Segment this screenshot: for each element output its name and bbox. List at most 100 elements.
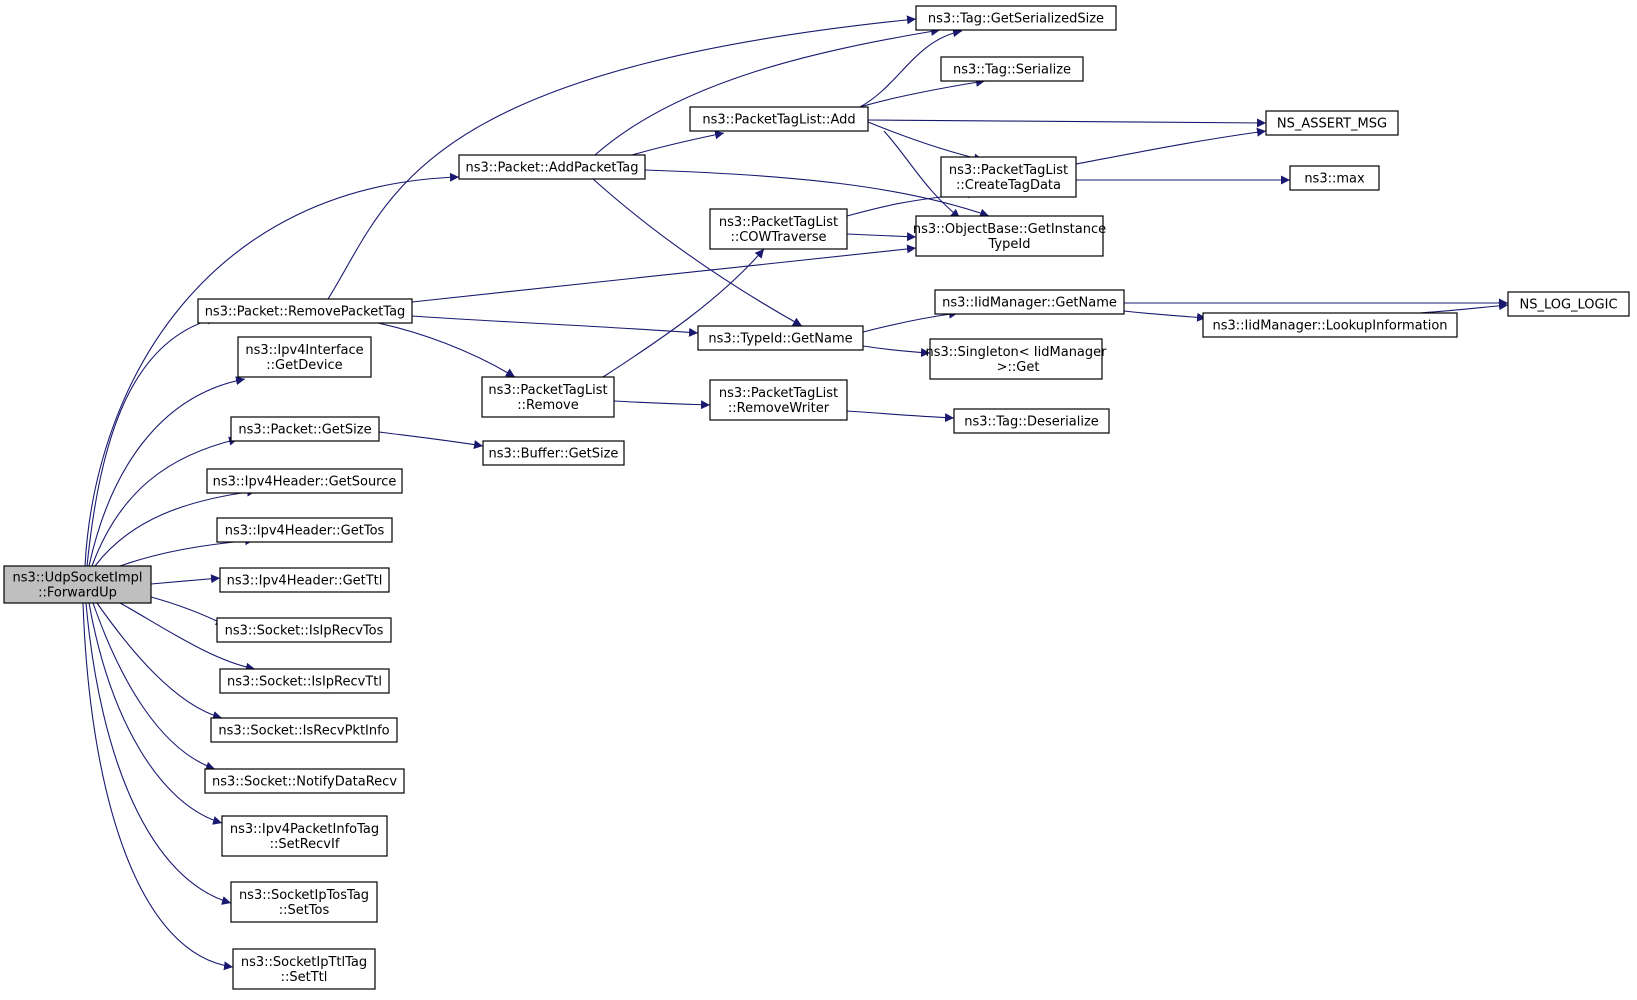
node-box [915,215,1104,257]
edge-createtagdata-to-nsassertmsg [1075,127,1267,165]
edge-ptlremove-to-removewriter [613,400,711,410]
node-label: ns3::Socket::IsRecvPktInfo [218,724,389,739]
node-box [219,567,390,593]
node-notifydatarecv[interactable]: ns3::Socket::NotifyDataRecv [204,768,405,794]
node-box [953,408,1110,434]
node-label: ns3::Ipv4Interface [245,343,363,358]
edge-forwardup-to-setttl [82,602,234,971]
edge-iidgetname-to-lookupinfo [1123,310,1207,322]
node-box [689,106,869,132]
node-createtagdata[interactable]: ns3::PacketTagList::CreateTagData [940,156,1077,198]
node-ptladd[interactable]: ns3::PacketTagList::Add [689,106,869,132]
edge-forwardup-to-removepackettag [86,315,217,567]
node-setrecvif[interactable]: ns3::Ipv4PacketInfoTag::SetRecvIf [221,815,388,857]
node-max[interactable]: ns3::max [1289,165,1380,191]
node-layer: ns3::UdpSocketImpl::ForwardUp ns3::Packet… [3,5,1630,990]
edge-addpackettag-to-typeidgetname [592,178,803,327]
node-pgetsize[interactable]: ns3::Packet::GetSize [230,416,380,442]
node-label: ns3::Tag::Deserialize [964,415,1099,430]
edge-forwardup-to-settos [85,602,232,905]
node-settos[interactable]: ns3::SocketIpTosTag::SetTos [230,881,378,923]
node-label: TypeId [988,237,1031,252]
node-label: ::SetTtl [281,970,328,985]
node-box [232,948,376,990]
edge-lookupinfo-to-nsloglogic [1419,301,1509,314]
node-isrecvpktinfo[interactable]: ns3::Socket::IsRecvPktInfo [210,717,398,743]
node-box [221,815,388,857]
node-isiprecvttl[interactable]: ns3::Socket::IsIpRecvTtl [219,668,390,694]
node-isiprecvtos[interactable]: ns3::Socket::IsIpRecvTos [216,617,392,643]
node-label: ns3::Ipv4PacketInfoTag [230,822,379,837]
node-tagserialize[interactable]: ns3::Tag::Serialize [940,56,1084,82]
node-removewriter[interactable]: ns3::PacketTagList::RemoveWriter [709,379,848,421]
node-label: ns3::PacketTagList [719,386,838,401]
node-typeidgetname[interactable]: ns3::TypeId::GetName [697,325,864,351]
node-box [230,416,380,442]
node-getttl[interactable]: ns3::Ipv4Header::GetTtl [219,567,390,593]
node-label: ns3::SocketIpTtlTag [241,955,367,970]
node-label: ns3::max [1304,172,1365,187]
node-box [219,668,390,694]
edge-forwardup-to-gettos [119,536,255,567]
node-addpackettag[interactable]: ns3::Packet::AddPacketTag [458,154,646,180]
node-label: ns3::Socket::IsIpRecvTos [225,624,384,639]
edge-removewriter-to-tagdeserialize [846,410,955,423]
node-nsloglogic[interactable]: NS_LOG_LOGIC [1507,291,1630,317]
node-label: ::Remove [517,398,579,413]
node-nsassertmsg[interactable]: NS_ASSERT_MSG [1265,110,1399,136]
edge-typeidgetname-to-iidgetname [862,309,959,333]
node-box [940,156,1077,198]
edge-forwardup-to-getdevice [88,376,246,567]
edge-ptladd-to-taggetser [859,28,963,108]
node-label: ns3::Buffer::GetSize [489,447,619,462]
node-getdevice[interactable]: ns3::Ipv4Interface::GetDevice [237,336,372,378]
edge-forwardup-to-getsource [94,487,257,567]
node-box [709,379,848,421]
node-label: ns3::Ipv4Header::GetSource [213,475,397,490]
node-label: ns3::IidManager::GetName [942,296,1117,311]
node-label: ::CreateTagData [956,178,1061,193]
edge-pgetsize-to-bgetsize [378,431,484,450]
edge-forwardup-to-notifydatarecv [92,602,216,771]
node-box [1289,165,1380,191]
edge-addpackettag-to-taggetser [594,27,941,156]
node-label: >::Get [993,360,1040,375]
node-gettos[interactable]: ns3::Ipv4Header::GetTos [216,517,393,543]
node-box [709,208,848,250]
node-label: ns3::Socket::IsIpRecvTtl [227,675,382,690]
node-label: ::COWTraverse [730,230,826,245]
node-box [1202,312,1458,338]
edge-ptladd-to-nsassertmsg [867,118,1267,128]
node-cowtraverse[interactable]: ns3::PacketTagList::COWTraverse [709,208,848,250]
node-label: ns3::Socket::NotifyDataRecv [212,775,397,790]
node-setttl[interactable]: ns3::SocketIpTtlTag::SetTtl [232,948,376,990]
node-label: ::GetDevice [266,358,342,373]
node-box [237,336,372,378]
node-bgetsize[interactable]: ns3::Buffer::GetSize [482,440,625,466]
node-box [210,717,398,743]
edge-addpackettag-to-getinstancetypeid [644,169,990,218]
node-tagdeserialize[interactable]: ns3::Tag::Deserialize [953,408,1110,434]
node-box [915,5,1117,31]
node-box [940,56,1084,82]
node-label: ns3::Tag::GetSerializedSize [928,12,1104,27]
node-label: ns3::Packet::AddPacketTag [465,161,638,176]
node-ptlremove[interactable]: ns3::PacketTagList::Remove [481,376,615,418]
node-label: ns3::Ipv4Header::GetTos [225,524,385,539]
edge-typeidgetname-to-singletonget [862,345,931,358]
edge-ptladd-to-createtagdata [867,121,984,163]
edge-addpackettag-to-ptladd [631,130,725,156]
node-label: ns3::UdpSocketImpl [13,571,143,586]
node-singletonget[interactable]: ns3::Singleton< IidManager >::Get [925,338,1107,380]
node-removepackettag[interactable]: ns3::Packet::RemovePacketTag [197,298,413,324]
node-lookupinfo[interactable]: ns3::IidManager::LookupInformation [1202,312,1458,338]
node-box [216,617,392,643]
node-label: ns3::PacketTagList [488,383,607,398]
node-forwardup[interactable]: ns3::UdpSocketImpl::ForwardUp [3,565,152,604]
edge-forwardup-to-pgetsize [91,436,239,567]
node-taggetser[interactable]: ns3::Tag::GetSerializedSize [915,5,1117,31]
node-label: NS_LOG_LOGIC [1519,298,1617,313]
node-iidgetname[interactable]: ns3::IidManager::GetName [934,289,1125,315]
node-getsource[interactable]: ns3::Ipv4Header::GetSource [206,468,403,494]
